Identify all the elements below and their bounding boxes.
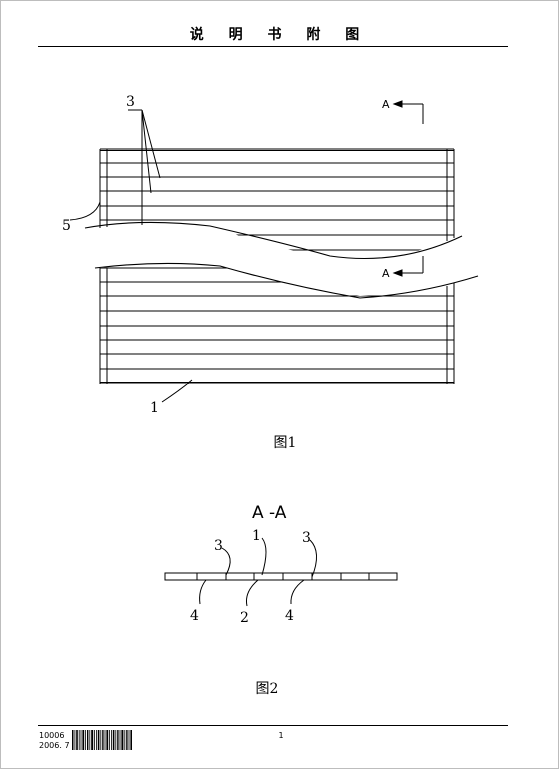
footer-rule (38, 725, 508, 726)
figure2-label-4-left: 4 (190, 608, 199, 624)
figure2-label-2: 2 (240, 610, 249, 626)
footer-code: 10006 (39, 731, 65, 740)
footer-date: 2006. 7 (39, 741, 70, 750)
barcode-icon (72, 730, 132, 750)
figure2-caption: 图2 (255, 681, 279, 697)
figure2-section-profile (164, 572, 398, 581)
figure2-section-title: A -A (252, 503, 287, 523)
figure2-label-4-right: 4 (285, 608, 294, 624)
figure2-label-3-left: 3 (214, 538, 223, 554)
figure1-caption: 图1 (273, 435, 297, 451)
figure2-leaders (199, 537, 317, 607)
figure1-label3-leaders (128, 109, 161, 225)
figure2-label-1: 1 (252, 528, 261, 544)
page-number: 1 (278, 731, 284, 740)
figure1-label-3: 3 (126, 94, 135, 110)
header-rule (38, 46, 508, 47)
figure1-lower-portion (100, 267, 454, 384)
figure2-label-3-right: 3 (302, 530, 311, 546)
figure1-section-marker-bottom (392, 256, 424, 277)
figure1-section-marker-top (392, 100, 424, 124)
figure1-label-1: 1 (150, 400, 159, 416)
page-title: 说 明 书 附 图 (189, 27, 370, 43)
figure1-break-lines (84, 221, 479, 299)
figure1-frame (99, 149, 455, 384)
figure1-label5-leader (69, 201, 101, 221)
figure1-label1-leader (161, 379, 193, 403)
figure1-label-a-top: A (382, 98, 390, 111)
figure1-upper-portion (100, 148, 454, 251)
figure1-label-5: 5 (62, 218, 71, 234)
figure1-label-a-bottom: A (382, 267, 390, 280)
